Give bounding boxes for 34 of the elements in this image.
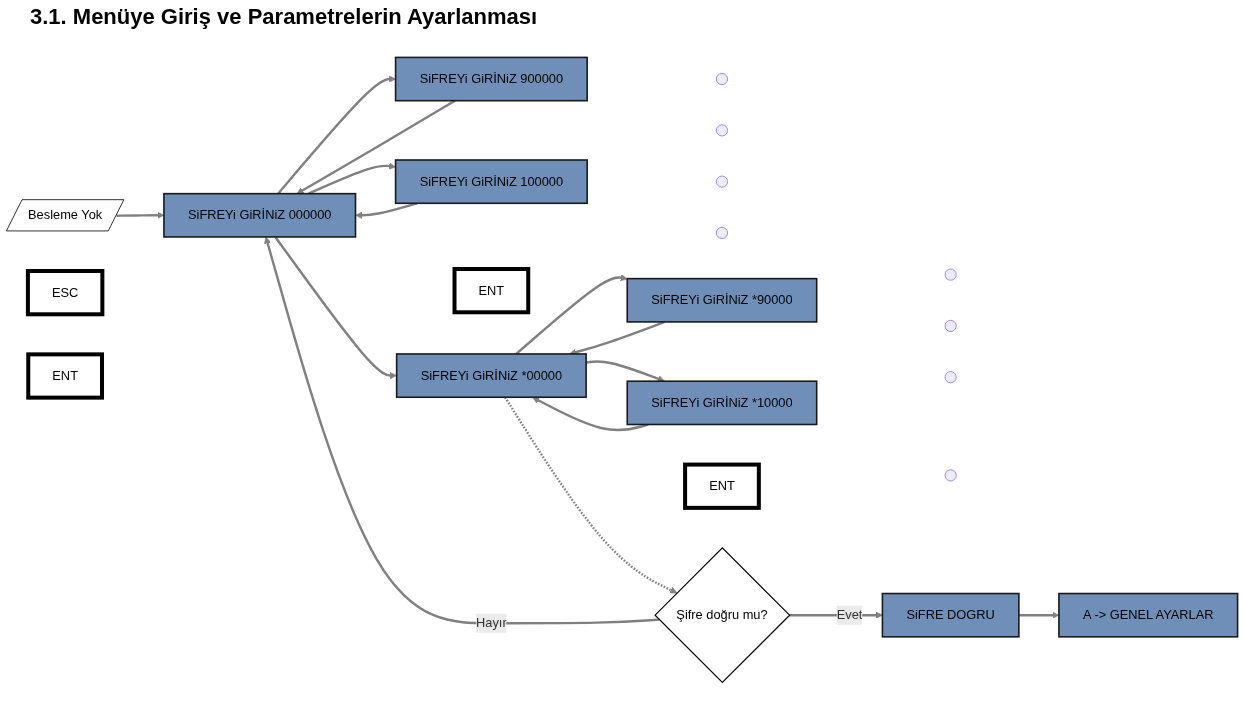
- node-circle: [715, 124, 728, 137]
- arrow: [296, 99, 456, 195]
- arrow: [308, 162, 396, 195]
- arrow: [532, 397, 649, 432]
- arrow: [274, 236, 397, 380]
- node-box: ESC: [25, 269, 105, 317]
- node-circle: [715, 227, 728, 239]
- node-box: SiFREYi GiRİNiZ *90000: [626, 277, 818, 323]
- arrow: [515, 274, 628, 355]
- node-box: SiFREYi GiRİNiZ 100000: [394, 159, 588, 205]
- node-box: ENT: [26, 352, 104, 400]
- edge-label: Hayır: [476, 616, 507, 630]
- arrow: [504, 396, 678, 594]
- node-box: ENT: [452, 267, 531, 315]
- arrow: [264, 236, 660, 625]
- arrow: [277, 75, 396, 195]
- node-box: SiFREYi GiRİNiZ 000000: [163, 192, 357, 238]
- node-box: A -> GENEL AYARLAR: [1058, 592, 1239, 638]
- node-diamond: Şifre doğru mu?: [654, 547, 791, 684]
- node-circle: [944, 469, 957, 482]
- node-box: SiFREYi GiRİNiZ 900000: [394, 56, 588, 102]
- title: 3.1. Menüye Giriş ve Parametrelerin Ayarlanması: [30, 4, 539, 30]
- edge-label: Evet: [836, 608, 863, 622]
- node-box: SiFRE DOGRU: [881, 592, 1020, 638]
- node-circle: [944, 371, 957, 384]
- node-circle: [944, 319, 957, 332]
- node-circle: [715, 175, 728, 188]
- node-circle: [944, 268, 957, 281]
- node-box: SiFREYi GiRİNiZ *10000: [626, 380, 818, 426]
- node-box: SiFREYi GiRİNiZ *00000: [395, 353, 587, 399]
- arrow: [355, 202, 418, 219]
- node-circle: [715, 73, 728, 86]
- node-box: ENT: [683, 462, 761, 510]
- arrow: [569, 320, 665, 356]
